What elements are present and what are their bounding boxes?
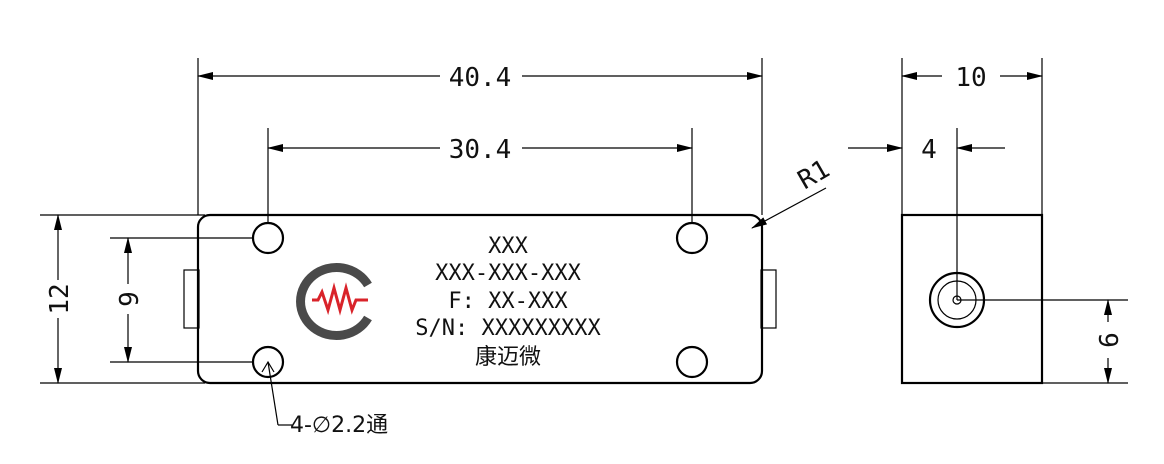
corner-radius-value: R1 <box>793 154 835 196</box>
dimension-overall-height: 12 <box>40 214 205 384</box>
label-line-4: S/N: XXXXXXXXX <box>415 316 601 341</box>
left-tab <box>183 269 200 329</box>
dimension-corner-radius: R1 <box>751 154 835 229</box>
overall-length-value: 40.4 <box>449 63 512 93</box>
hole-callout-text: 4-∅2.2通 <box>290 413 388 438</box>
label-line-2: XXX-XXX-XXX <box>435 261 581 286</box>
brand-logo <box>296 263 372 340</box>
dimension-hole-spacing-height: 9 <box>110 237 252 363</box>
connector-offset-value: 4 <box>921 135 937 165</box>
overall-height-value: 12 <box>45 283 75 314</box>
side-view <box>900 213 1044 385</box>
dimension-overall-length: 40.4 <box>197 58 763 215</box>
label-brand: 康迈微 <box>475 345 541 370</box>
mounting-hole-top-left <box>251 221 285 255</box>
hole-callout: 4-∅2.2通 <box>261 360 388 438</box>
hole-spacing-length-value: 30.4 <box>449 135 512 165</box>
label-line-1: XXX <box>488 234 528 259</box>
connector-height-value: 6 <box>1095 332 1125 348</box>
mounting-hole-top-right <box>675 221 709 255</box>
front-view: XXX XXX-XXX-XXX F: XX-XXX S/N: XXXXXXXXX… <box>183 213 777 385</box>
hole-spacing-height-value: 9 <box>115 291 145 307</box>
dimension-hole-spacing-length: 30.4 <box>267 128 693 222</box>
side-housing-outline <box>900 213 1044 385</box>
side-width-value: 10 <box>955 63 986 93</box>
right-tab <box>760 269 777 329</box>
dimension-side-width: 10 <box>901 58 1043 215</box>
dimension-connector-offset: 4 <box>848 128 1005 300</box>
mounting-hole-bottom-left <box>251 345 285 379</box>
housing-outline <box>196 213 764 385</box>
dimension-connector-height: 6 <box>957 299 1128 384</box>
label-line-3: F: XX-XXX <box>448 289 568 314</box>
mounting-hole-bottom-right <box>675 345 709 379</box>
